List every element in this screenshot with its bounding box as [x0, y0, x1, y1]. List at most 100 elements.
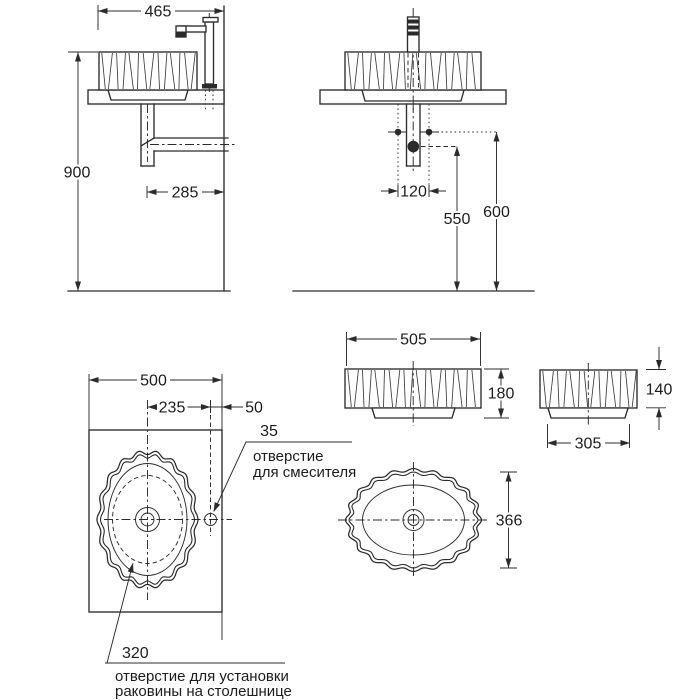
flute-line	[142, 52, 148, 90]
arrowhead	[429, 188, 439, 194]
supply-stub-band	[407, 19, 419, 24]
arrowhead	[147, 404, 157, 410]
flute-line	[436, 52, 442, 90]
arrowhead	[620, 440, 630, 446]
flute-line	[388, 52, 394, 90]
dim-320-label: 320	[122, 645, 149, 662]
flute-line	[347, 369, 352, 408]
dim-label-mask	[487, 385, 515, 401]
flute-line	[465, 369, 468, 408]
dim-label-mask	[137, 372, 170, 388]
faucet-lever	[202, 16, 219, 23]
faucet-hole-note-line2: для смесителя	[253, 464, 356, 481]
arrowhead	[454, 281, 460, 291]
supply-stub-band	[407, 31, 419, 36]
flute-line	[604, 370, 609, 408]
dim-505-label: 505	[400, 332, 427, 349]
dim-550-label: 550	[444, 211, 471, 228]
dim-label-mask	[644, 381, 674, 397]
flute-line	[137, 52, 139, 90]
flute-line	[430, 369, 435, 408]
flute-line	[436, 369, 442, 408]
dim-120-label: 120	[400, 184, 427, 201]
dim-180-label: 180	[488, 386, 515, 403]
flute-line	[178, 52, 181, 90]
basin-fluting	[542, 370, 637, 408]
flute-line	[383, 52, 385, 90]
arrowhead	[656, 360, 662, 370]
flute-line	[578, 370, 580, 408]
basin-base-recess	[107, 89, 189, 101]
dim-305-label: 305	[575, 436, 602, 453]
flute-line	[149, 52, 155, 90]
dim-label-mask	[141, 3, 175, 19]
leader-line-faucet-hole	[213, 441, 352, 512]
flute-line	[424, 52, 427, 90]
drain-piping	[140, 103, 236, 167]
flute-line	[409, 369, 414, 408]
dim-900-label: 900	[64, 165, 91, 182]
arrowhead	[214, 189, 224, 195]
flute-line	[590, 370, 596, 408]
dim-285-label: 285	[172, 185, 199, 202]
dim-label-mask	[399, 184, 428, 199]
flute-line	[347, 52, 352, 90]
flute-line	[631, 370, 637, 408]
flute-line	[353, 52, 359, 90]
arrowhead	[388, 188, 398, 194]
dim-366-label: 366	[496, 513, 523, 530]
supply-stub-band	[407, 25, 419, 30]
basin-body	[98, 51, 198, 91]
arrowhead	[201, 404, 211, 410]
dim-465-label: 465	[145, 4, 172, 21]
basin-scalloped-rim-inner	[99, 454, 196, 585]
flute-line	[471, 369, 476, 408]
flute-line	[424, 369, 427, 408]
dim-label-mask	[168, 184, 202, 200]
arrowhead	[493, 281, 500, 291]
flute-line	[557, 370, 560, 408]
side-installation-view: 465 900	[60, 3, 236, 292]
arrowhead	[547, 440, 557, 446]
flute-line	[157, 52, 160, 90]
arrowhead	[498, 369, 504, 379]
dim-label-mask	[60, 164, 94, 180]
flute-line	[362, 52, 365, 90]
arrowhead	[89, 377, 99, 383]
flute-line	[101, 52, 106, 90]
leader-line-cutout	[106, 562, 134, 664]
arrowhead	[212, 377, 222, 383]
basin-front-view: 505 180	[344, 331, 515, 426]
flute-line	[610, 370, 617, 408]
flute-line	[548, 370, 554, 408]
drain-piping	[388, 103, 439, 172]
basin-scalloped-rim-inner	[348, 471, 479, 569]
flute-line	[569, 370, 575, 408]
dim-label-mask	[493, 512, 525, 528]
flute-line	[383, 369, 385, 408]
basin-scalloped-rim-outer	[96, 450, 199, 589]
arrowhead	[454, 146, 460, 156]
dim-140-label: 140	[646, 382, 673, 399]
flute-line	[415, 369, 422, 408]
flute-line	[395, 52, 401, 90]
flute-line	[353, 369, 359, 408]
dim-235-label: 235	[159, 400, 186, 417]
flute-line	[451, 52, 455, 90]
faucet-flange	[202, 84, 217, 89]
arrowhead	[75, 52, 81, 62]
dimension-arrowheads	[75, 8, 662, 573]
arrowhead	[505, 558, 512, 568]
dim-label-mask	[156, 399, 188, 415]
arrowhead	[470, 336, 480, 342]
basin-fluting	[347, 369, 476, 408]
flute-line	[471, 52, 476, 90]
basin-base	[371, 407, 456, 419]
arrowhead	[214, 8, 224, 14]
faucet-nozzle-tip	[176, 31, 186, 37]
flute-line	[542, 370, 547, 408]
flute-line	[374, 369, 380, 408]
flute-line	[184, 52, 189, 90]
flute-line	[403, 369, 406, 408]
